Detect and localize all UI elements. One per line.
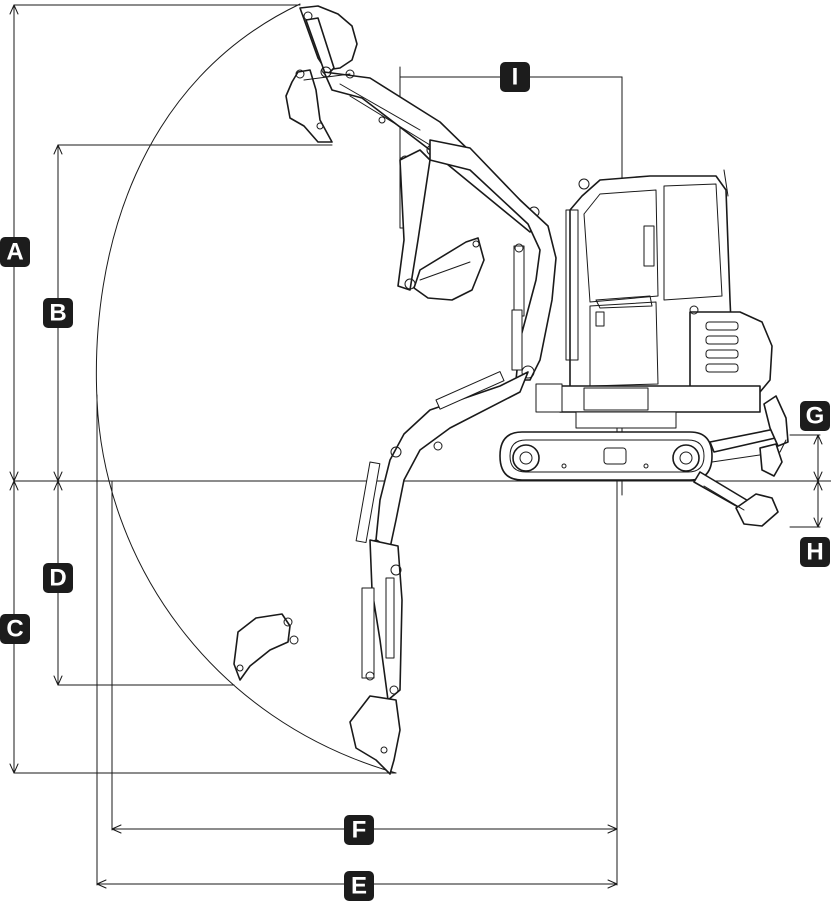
svg-text:G: G [806,403,825,430]
svg-text:B: B [49,300,66,327]
svg-text:C: C [6,616,23,643]
dump-bucket [285,69,351,143]
badge-a: A [0,237,30,267]
wall-bucket [233,613,299,681]
dimension-g-h [789,434,823,528]
dig-arm-bottom [349,539,403,775]
badge-b: B [43,298,73,328]
dimension-a [9,4,301,482]
track [499,431,713,481]
svg-text:H: H [806,539,823,566]
blade-lowered [693,471,779,527]
svg-text:F: F [352,817,367,844]
badge-i: I [500,62,530,92]
svg-text:D: D [49,565,66,592]
badge-d: D [43,563,73,593]
svg-text:E: E [351,873,367,900]
svg-text:A: A [6,239,23,266]
dimension-d [53,480,235,686]
svg-text:I: I [512,64,519,91]
dimension-b [53,144,333,482]
dimension-e [96,394,618,889]
dimension-c [9,480,397,774]
swing-frame [535,383,761,429]
blade-raised [709,395,789,477]
badge-h: H [800,537,830,567]
engine-cover [689,305,773,393]
badge-g: G [800,401,830,431]
reach-envelope-arc [95,3,397,774]
badge-e: E [344,871,374,901]
lower-boom [355,371,529,549]
badge-f: F [344,815,374,845]
badge-c: C [0,614,30,644]
mid-arm [397,149,485,301]
